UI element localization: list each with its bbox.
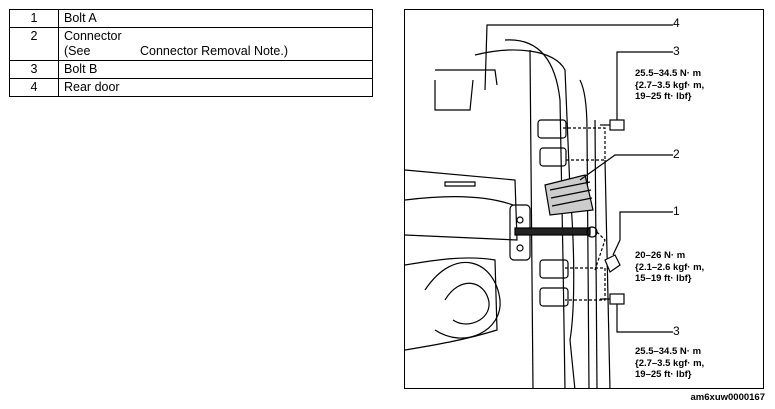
torque-spec-bolt-b-lower: 25.5–34.5 N· m {2.7–3.5 kgf· m, 19–25 ft… <box>635 346 704 381</box>
part-name: Rear door <box>58 78 373 97</box>
speaker-ring <box>424 261 501 339</box>
bolt-a-icon <box>604 254 621 273</box>
torque-nm: 25.5–34.5 N· m <box>635 68 702 79</box>
leader-bolt-b-upper <box>616 51 673 120</box>
body-pillar <box>579 79 590 388</box>
window-trim <box>434 79 474 111</box>
see-reference-link[interactable]: Connector Removal Note.) <box>140 44 288 58</box>
armrest <box>444 181 476 187</box>
table-row: 2 Connector (See Connector Removal Note.… <box>9 27 373 61</box>
see-label: (See <box>64 44 91 58</box>
parts-table: 1 Bolt A 2 Connector (See Connector Remo… <box>9 9 373 97</box>
body-edge <box>604 159 611 388</box>
part-number: 2 <box>9 27 59 61</box>
b-pillar <box>529 49 534 388</box>
lower-hinge <box>539 259 569 279</box>
part-note: (See Connector Removal Note.) <box>64 44 367 59</box>
table-row: 3 Bolt B <box>9 60 373 79</box>
torque-nm: 20–26 N· m <box>635 250 686 261</box>
part-number: 4 <box>9 78 59 97</box>
diagram-code: am6xuw0000167 <box>690 392 765 403</box>
part-name-cell: Connector (See Connector Removal Note.) <box>58 27 373 61</box>
part-number: 1 <box>9 9 59 28</box>
door-illustration <box>405 24 673 388</box>
upper-hinge-dash <box>563 127 606 161</box>
leader-connector <box>579 154 673 181</box>
torque-spec-bolt-a: 20–26 N· m {2.1–2.6 kgf· m, 15–19 ft· lb… <box>635 250 704 285</box>
torque-kgf: {2.1–2.6 kgf· m, <box>635 261 705 273</box>
body-pillar-inner <box>594 119 598 388</box>
upper-hinge <box>537 119 567 139</box>
connector-harness-hatch <box>549 181 593 207</box>
check-strap-dash <box>594 231 606 271</box>
bolt-b-lower-icon <box>609 293 625 305</box>
upper-hinge-lower <box>539 147 567 167</box>
door-edge-line <box>504 39 566 388</box>
table-row: 1 Bolt A <box>9 9 373 28</box>
lower-hinge-lower <box>539 287 569 307</box>
table-row: 4 Rear door <box>9 78 373 97</box>
leader-door <box>484 24 673 91</box>
torque-nm: 25.5–34.5 N· m <box>635 346 702 357</box>
torque-spec-bolt-b-upper: 25.5–34.5 N· m {2.7–3.5 kgf· m, 19–25 ft… <box>635 68 704 103</box>
lower-panel <box>405 257 498 351</box>
bolt-b-upper-icon <box>609 119 625 131</box>
door-panel <box>405 169 518 241</box>
door-panel-curve <box>405 196 514 206</box>
door-diagram: 4 3 2 1 3 25.5–34.5 N· m {2.7–3.5 kgf· m… <box>404 9 764 389</box>
leader-bolt-b-lower <box>616 304 673 333</box>
lower-hinge-dash <box>565 267 606 301</box>
torque-ftlbf: 15–19 ft· lbf} <box>635 273 692 284</box>
callout-bolt-b-upper: 3 <box>673 44 680 58</box>
callout-door: 4 <box>673 16 680 30</box>
part-name: Bolt B <box>58 60 373 79</box>
window-upper <box>435 69 498 86</box>
callout-bolt-b-lower: 3 <box>673 324 680 338</box>
hinge-hole <box>516 216 524 224</box>
leader-bolt-a <box>612 211 673 256</box>
speaker-inner <box>444 282 490 325</box>
torque-ftlbf: 19–25 ft· lbf} <box>635 91 692 102</box>
hinge-hole <box>516 244 524 252</box>
check-strap <box>514 227 591 236</box>
callout-connector: 2 <box>673 147 680 161</box>
part-name: Bolt A <box>58 9 373 28</box>
part-name: Connector <box>64 29 122 43</box>
torque-kgf: {2.7–3.5 kgf· m, <box>635 79 705 91</box>
callout-bolt-a: 1 <box>673 204 680 218</box>
torque-ftlbf: 19–25 ft· lbf} <box>635 369 692 380</box>
part-number: 3 <box>9 60 59 79</box>
torque-kgf: {2.7–3.5 kgf· m, <box>635 357 705 369</box>
